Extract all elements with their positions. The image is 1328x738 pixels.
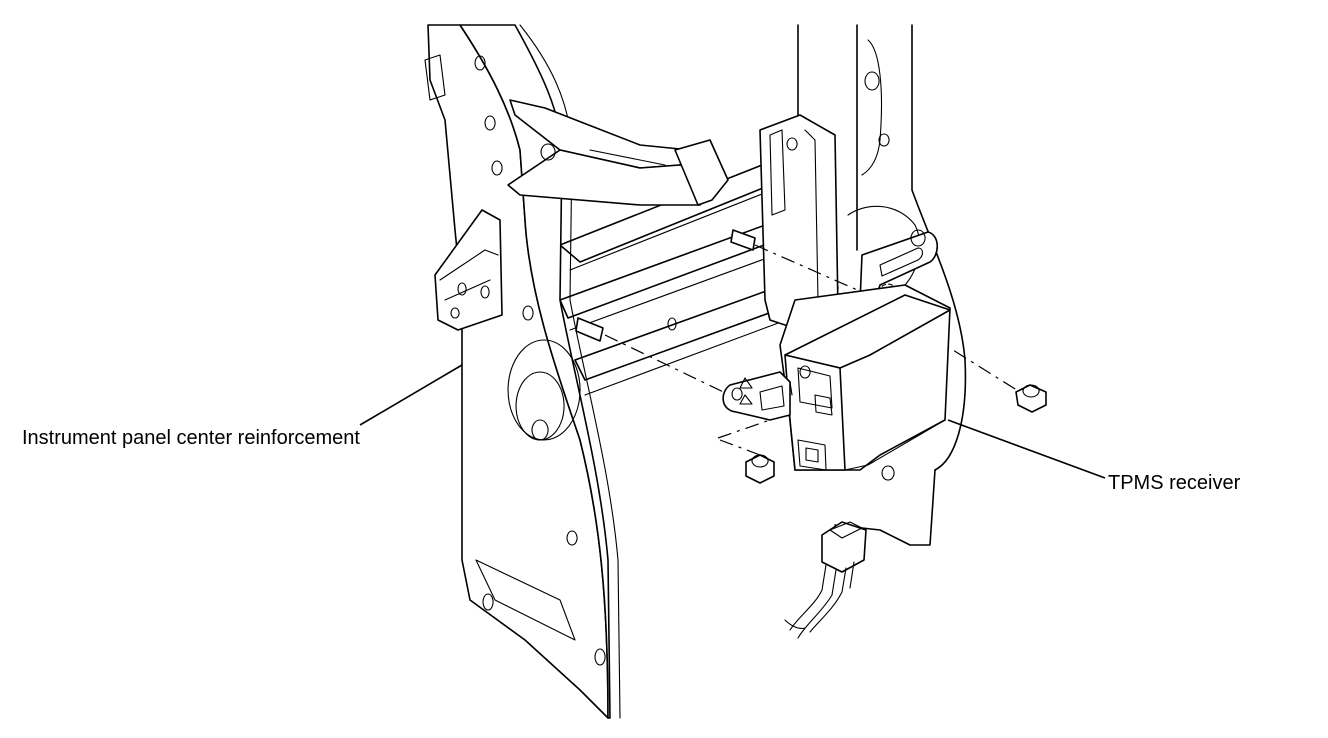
harness-connector bbox=[784, 521, 867, 639]
side-mounting-bracket bbox=[434, 209, 503, 331]
rear-vertical-panel bbox=[786, 24, 967, 546]
leader-instrument-panel bbox=[359, 364, 463, 426]
tpms-receiver bbox=[722, 229, 951, 471]
instrument-panel-label: Instrument panel center reinforcement bbox=[22, 427, 360, 449]
mounting-nut-left bbox=[745, 454, 775, 484]
locating-pins bbox=[575, 229, 756, 342]
tpms-receiver-label: TPMS receiver bbox=[1108, 472, 1241, 494]
leader-tpms-receiver bbox=[947, 419, 1106, 479]
mounting-nut-right bbox=[1015, 384, 1047, 413]
upper-strap bbox=[507, 99, 729, 206]
